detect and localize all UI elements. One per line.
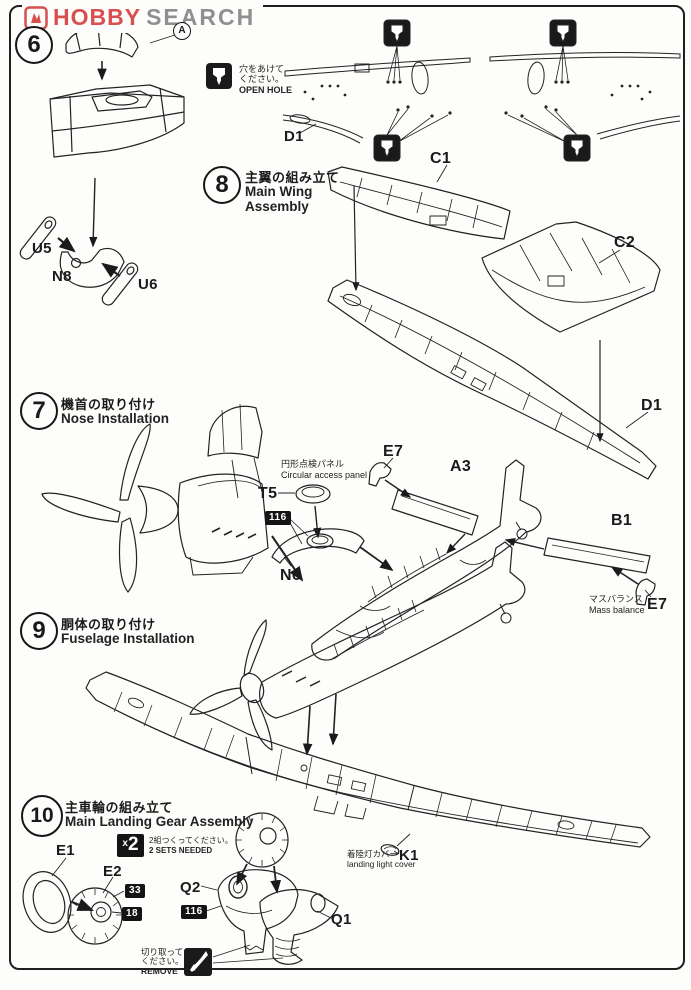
- two-sets-note-jp: 2組つくってください。: [149, 836, 233, 845]
- remove-note-jp1: 切り取って: [141, 947, 184, 957]
- part-label-e7-bottom: E7: [647, 596, 668, 613]
- two-sets-note-en: 2 SETS NEEDED: [149, 846, 213, 855]
- landing-light-note-en: landing light cover: [347, 859, 416, 869]
- step-10-title-jp: 主車輪の組み立て: [65, 800, 174, 815]
- part-label-c2: C2: [614, 234, 636, 251]
- paint-color-chip-116-b: 116: [181, 905, 207, 919]
- two-sets-x: x: [122, 838, 128, 849]
- step-10-title-en: Main Landing Gear Assembly: [65, 814, 254, 829]
- open-hole-note-jp1: 穴をあけて: [239, 64, 285, 74]
- paint-color-chip-33: 33: [125, 884, 146, 898]
- step7-nose-drawing: [41, 403, 304, 593]
- open-hole-note-jp2: ください。: [239, 74, 285, 84]
- step-7-title-jp: 機首の取り付け: [61, 397, 156, 412]
- brand-hobby: HOBBY: [53, 4, 142, 30]
- part-label-d1-top: D1: [284, 128, 304, 145]
- step9-assembly-drawing: [85, 541, 651, 848]
- step-10-number: 10: [21, 795, 63, 837]
- open-hole-note-en: OPEN HOLE: [239, 85, 293, 95]
- step-9-number: 9: [20, 612, 58, 650]
- remove-note-jp2: ください。: [141, 956, 184, 966]
- part-label-q1: Q1: [331, 911, 352, 928]
- step8-wing-drawing: [299, 123, 661, 480]
- part-label-b1: B1: [611, 512, 633, 529]
- open-hole-icon: [206, 63, 232, 89]
- two-sets-count: 2: [127, 834, 139, 855]
- step-9-title-en: Fuselage Installation: [61, 631, 195, 646]
- part-label-q2: Q2: [180, 879, 201, 896]
- landing-light-note-jp: 着陸灯カバー: [347, 849, 399, 859]
- brand-search: SEARCH: [146, 4, 256, 30]
- remove-note-en: REMOVE: [141, 966, 178, 976]
- page-border: [9, 5, 685, 970]
- step-9-title-jp: 胴体の取り付け: [61, 617, 156, 632]
- part-label-c1: C1: [430, 150, 452, 167]
- open-hole-location-drawing: [282, 19, 681, 162]
- part-label-u6: U6: [138, 276, 158, 293]
- remove-icon: [184, 948, 212, 976]
- part-label-a3: A3: [450, 458, 472, 475]
- step-7-number: 7: [20, 392, 58, 430]
- circular-panel-note-en: Circular access panel: [281, 470, 368, 480]
- paint-color-chip-18: 18: [122, 907, 143, 921]
- mass-balance-note-jp: マスバランス: [589, 594, 643, 604]
- step6-canopy-drawing: [49, 26, 185, 248]
- part-label-t5: T5: [258, 485, 278, 502]
- part-label-e7-top: E7: [383, 443, 404, 460]
- circular-panel-note-jp: 円形点検パネル: [281, 459, 345, 469]
- step-7-title-en: Nose Installation: [61, 411, 170, 426]
- step6-brace-parts-drawing: [19, 216, 139, 306]
- part-label-a: A: [173, 22, 191, 40]
- part-label-n8: N8: [52, 268, 72, 285]
- part-label-d1: D1: [641, 397, 663, 414]
- step-8-title-en1: Main Wing: [245, 184, 313, 199]
- step-6-number: 6: [15, 26, 53, 64]
- part-label-k1: K1: [399, 847, 419, 864]
- paint-color-chip-116-a: 116: [265, 511, 291, 525]
- step-8-title-en2: Assembly: [245, 199, 309, 214]
- part-label-n6: N6: [280, 567, 302, 584]
- fuselage-mid-drawing: [271, 457, 656, 661]
- hobby-search-watermark: HOBBY SEARCH: [22, 2, 264, 33]
- step-8-title-jp: 主翼の組み立て: [245, 170, 340, 185]
- part-label-e2: E2: [103, 863, 122, 880]
- mass-balance-note-en: Mass balance: [589, 605, 645, 615]
- step-8-number: 8: [203, 166, 241, 204]
- part-label-e1: E1: [56, 842, 75, 859]
- part-label-u5: U5: [32, 240, 52, 257]
- step10-landing-gear-drawing: [22, 812, 411, 976]
- two-sets-badge: x2: [117, 834, 144, 857]
